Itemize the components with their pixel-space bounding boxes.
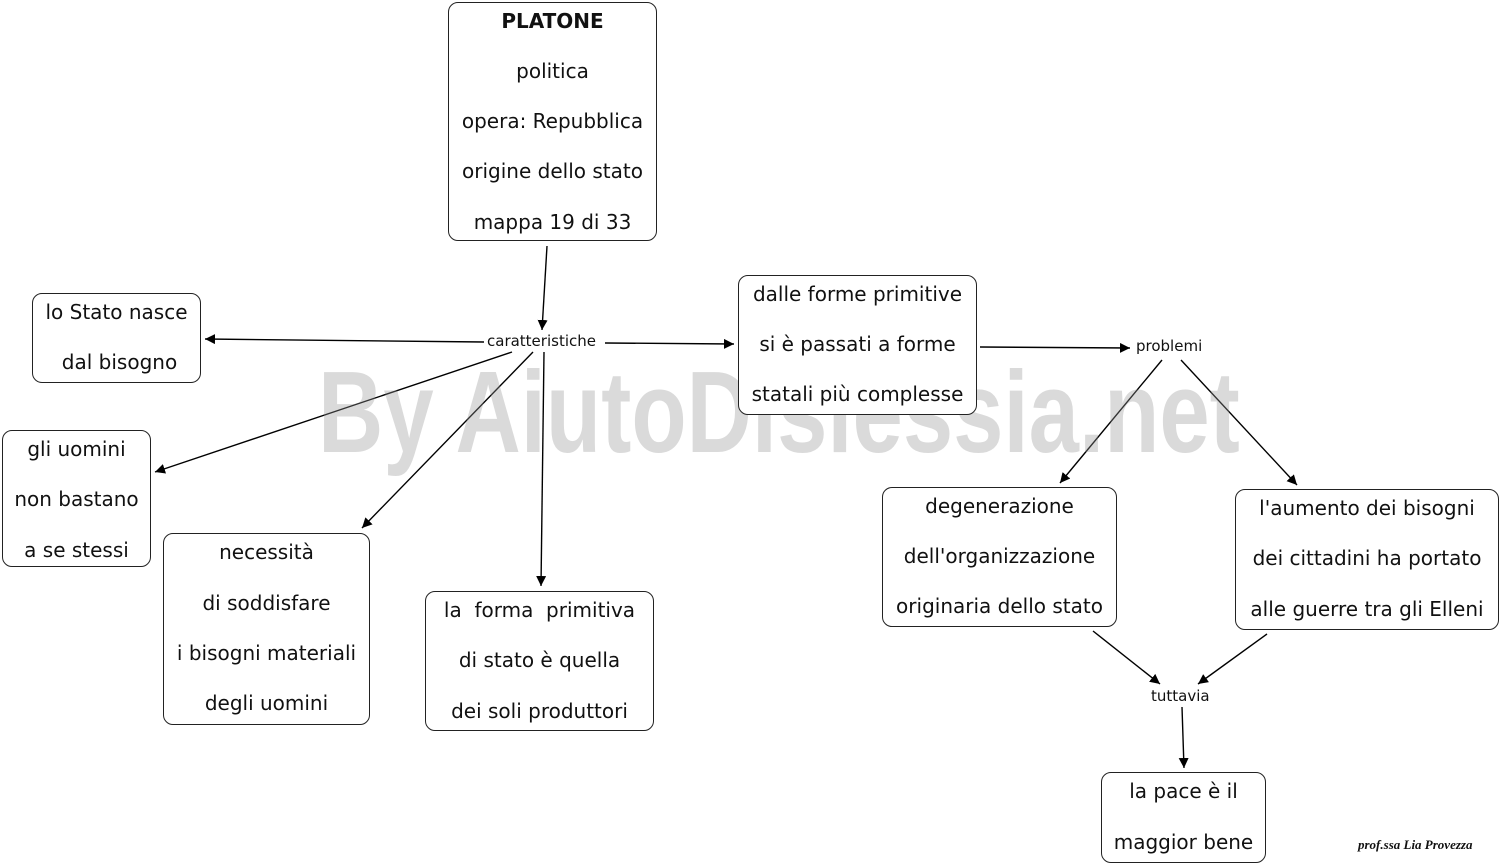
node-stato-nasce-line: dal bisogno xyxy=(61,350,178,374)
node-degenerazione-line: degenerazione xyxy=(925,494,1074,518)
node-aumento-line: alle guerre tra gli Elleni xyxy=(1250,597,1484,621)
arrow-caratteristiche-to-uomini xyxy=(154,351,513,474)
node-forma-primitiva-line: di stato è quella xyxy=(458,648,621,672)
arrow-platone-to-caratteristiche xyxy=(537,245,548,331)
node-pace-line: la pace è il xyxy=(1129,779,1238,803)
node-platone-line: politica xyxy=(516,59,589,83)
node-aumento-line: dei cittadini ha portato xyxy=(1252,546,1482,570)
label-tuttavia: tuttavia xyxy=(1149,687,1212,705)
node-necessita: necessità di soddisfare i bisogni materi… xyxy=(163,533,370,725)
node-degenerazione: degenerazione dell'organizzazione origin… xyxy=(882,487,1117,627)
author-signature: prof.ssa Lia Provezza xyxy=(1358,837,1473,852)
node-uomini-line: a se stessi xyxy=(24,538,129,562)
node-degenerazione-line: dell'organizzazione xyxy=(903,544,1096,568)
arrow-tuttavia-to-pace xyxy=(1178,706,1189,769)
node-forma-primitiva-line: la forma primitiva xyxy=(443,598,636,622)
node-forma-primitiva-line: dei soli produttori xyxy=(451,699,628,723)
node-necessita-line: i bisogni materiali xyxy=(176,641,357,665)
node-uomini: gli uomini non bastano a se stessi xyxy=(2,430,151,567)
node-necessita-line: degli uomini xyxy=(204,691,329,715)
arrow-problemi-to-degenerazione xyxy=(1059,359,1163,484)
node-degenerazione-line: originaria dello stato xyxy=(896,594,1103,618)
node-aumento: l'aumento dei bisogni dei cittadini ha p… xyxy=(1235,489,1499,630)
node-pace-line: maggior bene xyxy=(1113,830,1254,854)
node-forme-statali-line: statali più complesse xyxy=(751,382,964,406)
arrow-degenerazione-to-tuttavia xyxy=(1092,630,1161,685)
node-pace: la pace è il maggior bene xyxy=(1101,772,1266,863)
label-caratteristiche: caratteristiche xyxy=(485,332,598,350)
node-platone-line: origine dello stato xyxy=(462,159,643,183)
node-stato-nasce-line: lo Stato nasce xyxy=(45,300,188,324)
node-platone: PLATONE politica opera: Repubblica origi… xyxy=(448,2,657,241)
node-necessita-line: di soddisfare xyxy=(202,591,331,615)
node-platone-title: PLATONE xyxy=(501,9,604,33)
arrow-problemi-to-aumento xyxy=(1180,359,1298,486)
node-uomini-line: non bastano xyxy=(14,487,139,511)
arrow-forme-statali-to-problemi xyxy=(979,342,1131,353)
node-platone-line: mappa 19 di 33 xyxy=(473,210,632,234)
node-forme-statali-line: si è passati a forme xyxy=(759,332,956,356)
node-forme-statali-line: dalle forme primitive xyxy=(752,282,963,306)
node-forme-statali: dalle forme primitive si è passati a for… xyxy=(738,275,977,415)
node-stato-nasce: lo Stato nasce dal bisogno xyxy=(32,293,201,383)
node-forma-primitiva: la forma primitiva di stato è quella dei… xyxy=(425,591,654,731)
node-aumento-line: l'aumento dei bisogni xyxy=(1259,496,1475,520)
arrow-caratteristiche-to-necessita xyxy=(361,351,534,529)
label-problemi: problemi xyxy=(1134,337,1205,355)
arrow-caratteristiche-to-forme-statali xyxy=(604,338,735,349)
node-platone-line: opera: Repubblica xyxy=(461,109,644,133)
node-necessita-line: necessità xyxy=(219,540,314,564)
node-uomini-line: gli uomini xyxy=(27,437,126,461)
arrow-caratteristiche-to-forma-primitiva xyxy=(536,351,547,587)
arrow-caratteristiche-to-stato-nasce xyxy=(204,334,485,345)
arrow-aumento-to-tuttavia xyxy=(1197,633,1268,685)
